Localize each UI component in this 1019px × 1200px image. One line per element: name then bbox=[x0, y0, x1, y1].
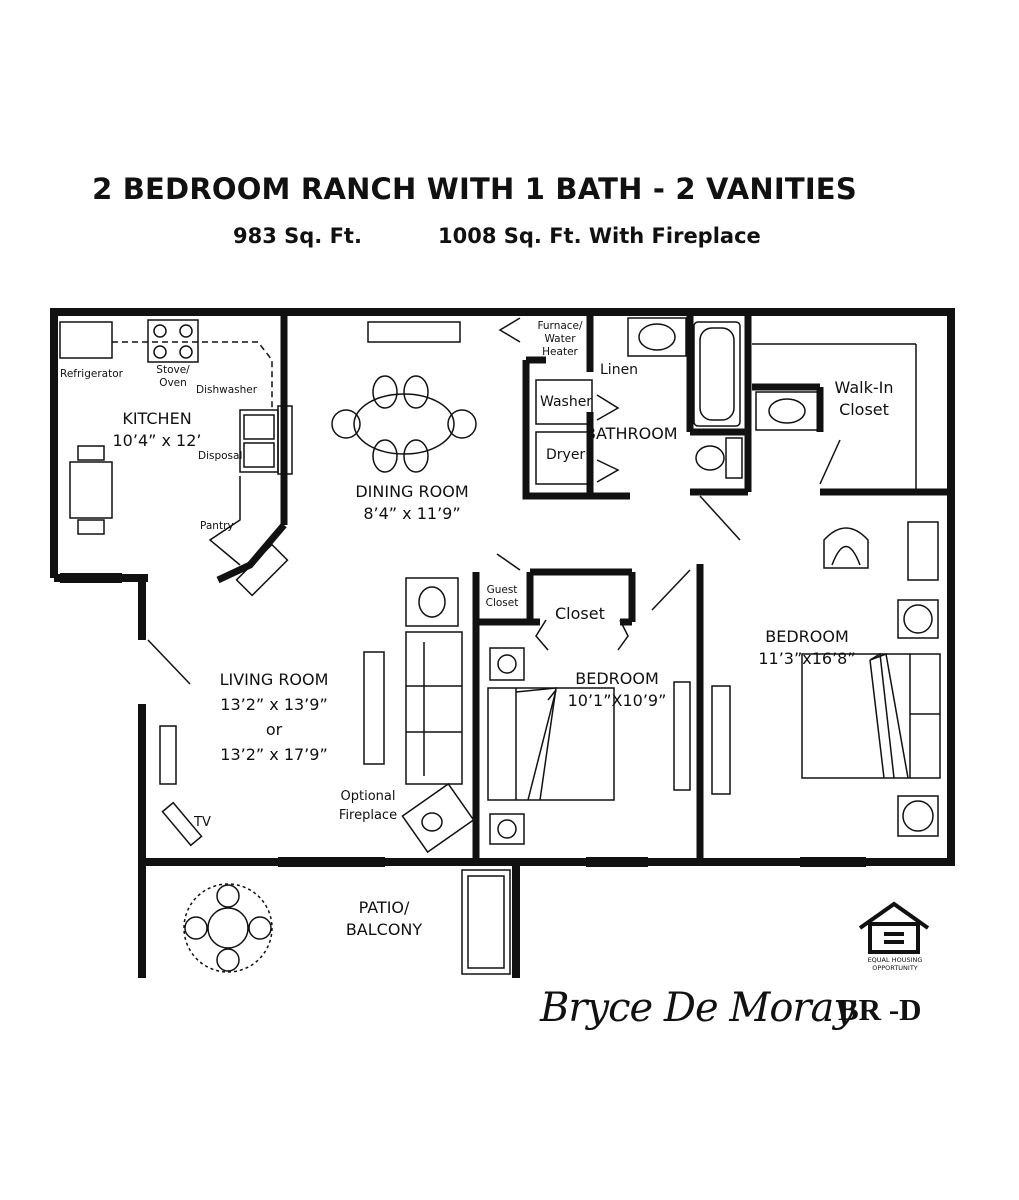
living-room-furniture bbox=[159, 577, 475, 854]
bathroom-label: BATHROOM bbox=[585, 424, 678, 443]
living-room-name: LIVING ROOM bbox=[219, 670, 329, 689]
tv-label: TV bbox=[194, 815, 211, 830]
kitchen-size: 10’4” x 12’ bbox=[112, 431, 202, 450]
dining-room-size: 8’4” x 11’9” bbox=[363, 504, 461, 523]
bedroom1-size: 10’1”X10’9” bbox=[567, 691, 667, 710]
fireplace-label: Optional Fireplace bbox=[332, 787, 404, 825]
guest-closet-line2: Closet bbox=[485, 597, 519, 609]
walk-in-line1: Walk-In bbox=[834, 378, 894, 397]
furnace-line1: Furnace/ bbox=[537, 320, 583, 332]
walk-in-line2: Closet bbox=[839, 400, 889, 419]
furnace-label: Furnace/ Water Heater bbox=[533, 320, 587, 359]
equal-housing-text: EQUAL HOUSING OPPORTUNITY bbox=[856, 956, 934, 972]
eho-line1: EQUAL HOUSING bbox=[867, 956, 923, 964]
fireplace-line2: Fireplace bbox=[338, 808, 398, 823]
stove-line2: Oven bbox=[159, 377, 187, 389]
living-room-size2: 13’2” x 17’9” bbox=[220, 745, 328, 764]
patio-furniture bbox=[183, 869, 511, 975]
square-footage-fireplace: 1008 Sq. Ft. With Fireplace bbox=[438, 224, 761, 248]
pantry-label: Pantry bbox=[200, 520, 234, 532]
linen-label: Linen bbox=[600, 362, 639, 378]
guest-closet-line1: Guest bbox=[486, 584, 518, 596]
living-room-label: LIVING ROOM 13’2” x 13’9” or 13’2” x 17’… bbox=[196, 667, 352, 767]
bedroom1-name: BEDROOM bbox=[575, 669, 659, 688]
living-room-size1: 13’2” x 13’9” bbox=[220, 695, 328, 714]
kitchen-name: KITCHEN bbox=[122, 409, 192, 428]
bedroom2-label: BEDROOM 11’3”x16’8” bbox=[744, 626, 870, 670]
furnace-line2: Water bbox=[544, 333, 576, 345]
bedroom2-name: BEDROOM bbox=[765, 627, 849, 646]
plan-title: 2 BEDROOM RANCH WITH 1 BATH - 2 VANITIES bbox=[92, 172, 857, 206]
fireplace-line1: Optional bbox=[340, 789, 396, 804]
walk-in-closet-rail bbox=[752, 343, 917, 490]
bedroom1-label: BEDROOM 10’1”X10’9” bbox=[558, 668, 676, 712]
eho-line2: OPPORTUNITY bbox=[872, 964, 918, 972]
brand-logo: Bryce De Moray bbox=[540, 985, 856, 1031]
dishwasher-label: Dishwasher bbox=[196, 384, 258, 396]
bathroom-fixtures bbox=[627, 317, 819, 479]
closet-label: Closet bbox=[555, 604, 605, 623]
guest-closet-label: Guest Closet bbox=[482, 584, 522, 610]
windows bbox=[60, 573, 866, 867]
living-room-or: or bbox=[265, 720, 283, 739]
walk-in-closet-label: Walk-In Closet bbox=[826, 377, 902, 421]
disposal-label: Disposal bbox=[198, 450, 243, 462]
patio-line1: PATIO/ bbox=[358, 898, 410, 917]
patio-line2: BALCONY bbox=[345, 920, 423, 939]
washer-label: Washer bbox=[540, 394, 593, 410]
exterior-walls bbox=[50, 308, 955, 978]
dining-table bbox=[331, 321, 477, 473]
stove-line1: Stove/ bbox=[156, 364, 190, 376]
dining-room-label: DINING ROOM 8’4” x 11’9” bbox=[340, 481, 484, 525]
square-footage: 983 Sq. Ft. bbox=[233, 224, 362, 248]
kitchen-label: KITCHEN 10’4” x 12’ bbox=[102, 408, 212, 452]
bedroom1-furniture bbox=[487, 647, 691, 845]
kitchen-counters bbox=[59, 319, 293, 597]
plan-code: BR -D bbox=[838, 992, 922, 1027]
dining-room-name: DINING ROOM bbox=[355, 482, 469, 501]
refrigerator-label: Refrigerator bbox=[60, 368, 123, 380]
door-swings bbox=[147, 317, 841, 685]
stove-label: Stove/ Oven bbox=[148, 364, 198, 390]
equal-housing-opportunity-icon bbox=[858, 901, 930, 954]
patio-label: PATIO/ BALCONY bbox=[336, 897, 432, 941]
furnace-line3: Heater bbox=[542, 346, 578, 358]
kitchen-table bbox=[69, 445, 113, 535]
laundry-units bbox=[535, 379, 593, 485]
dryer-label: Dryer bbox=[546, 447, 586, 463]
bedroom2-furniture bbox=[711, 521, 941, 837]
interior-walls bbox=[216, 312, 951, 862]
bedroom2-size: 11’3”x16’8” bbox=[758, 649, 856, 668]
